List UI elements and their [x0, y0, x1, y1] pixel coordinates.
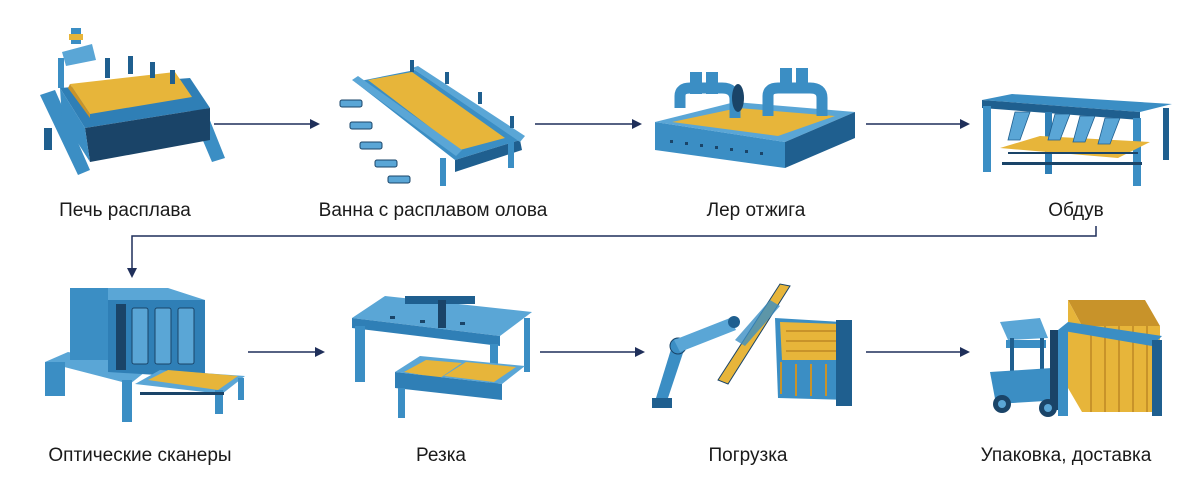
melting-furnace-icon	[40, 28, 225, 175]
robot-arm-loading-icon	[652, 284, 852, 408]
forklift-packing-icon	[990, 300, 1162, 417]
annealing-lehr-icon	[655, 68, 855, 168]
stage-label-annealing-lehr: Лер отжига	[707, 200, 806, 221]
cutting-table-icon	[352, 296, 532, 418]
optical-scanner-icon	[45, 288, 245, 422]
stage-label-packing-delivery: Упаковка, доставка	[981, 445, 1152, 466]
stage-label-optical-scanners: Оптические сканеры	[48, 445, 231, 466]
stage-label-loading: Погрузка	[708, 445, 787, 466]
stage-label-melting-furnace: Печь расплава	[59, 200, 191, 221]
stage-label-blowing: Обдув	[1048, 200, 1104, 221]
stage-label-tin-bath: Ванна с расплавом олова	[319, 200, 548, 221]
air-blowing-icon	[982, 94, 1172, 186]
row-connector-arrow	[132, 226, 1096, 276]
stage-label-cutting: Резка	[416, 445, 466, 466]
tin-bath-icon	[340, 60, 525, 186]
